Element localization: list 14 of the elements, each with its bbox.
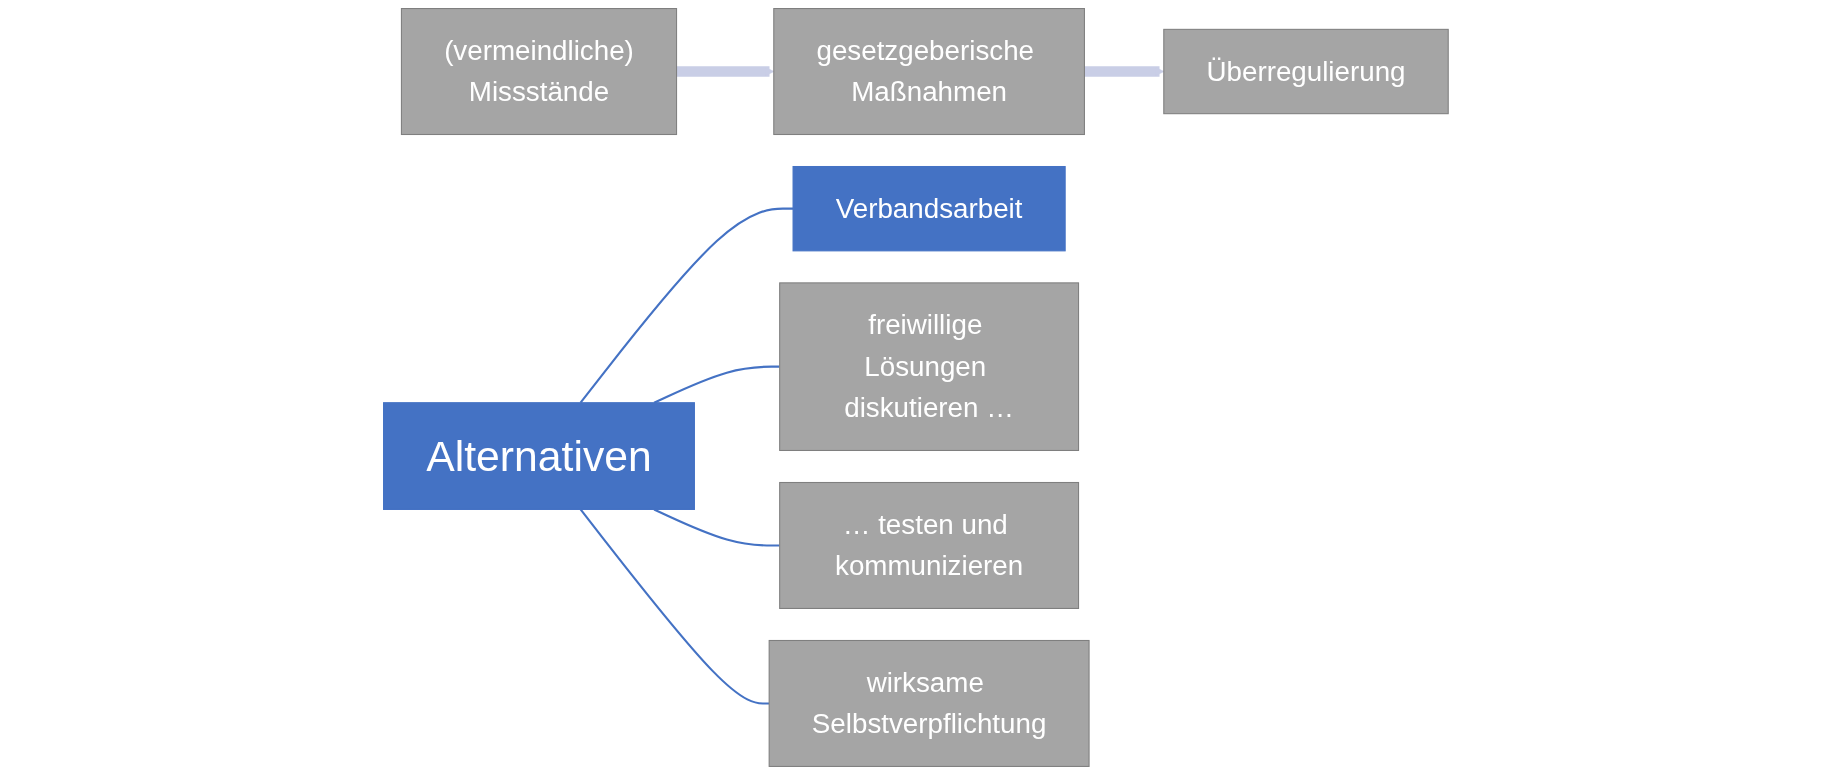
connector — [579, 207, 793, 404]
node-box: freiwillige Lösungen diskutieren … — [778, 282, 1079, 451]
connector — [653, 365, 780, 404]
node-box: … testen und kommunizieren — [778, 481, 1079, 609]
connector — [653, 508, 780, 547]
connector — [579, 508, 769, 705]
node-box: wirksame Selbstverpflichtung — [768, 639, 1090, 767]
node-box: gesetzgeberische Maßnahmen — [772, 8, 1085, 136]
arrow — [676, 66, 774, 77]
node-box: (vermeindliche) Missstände — [400, 8, 677, 136]
arrow — [1084, 66, 1164, 77]
node-box: Verbandsarbeit — [792, 166, 1066, 252]
node-box: Überregulierung — [1162, 28, 1449, 115]
node-box: Alternativen — [382, 402, 695, 510]
